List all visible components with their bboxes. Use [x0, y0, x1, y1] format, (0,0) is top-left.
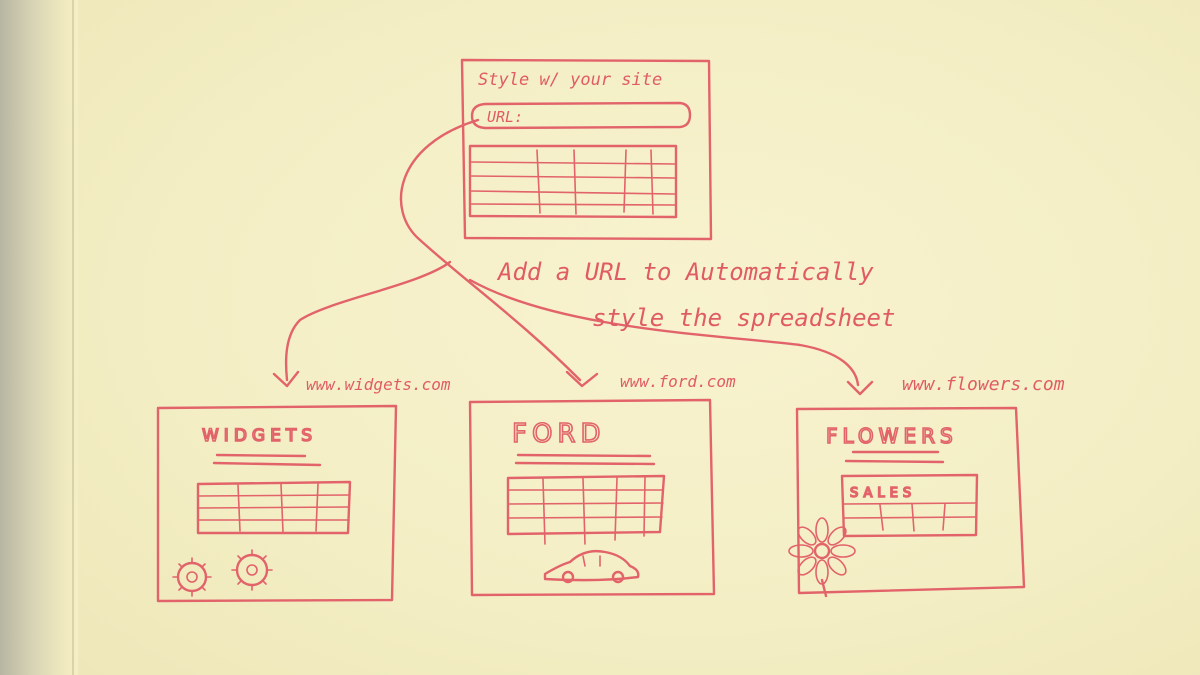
ford-spreadsheet-grid: [506, 474, 666, 545]
caption-line-1: Add a URL to Automatically: [496, 258, 874, 286]
site-url-widgets: www.widgets.com: [306, 375, 451, 394]
top-box-title: Style w/ your site: [478, 70, 662, 90]
flowers-spreadsheet-grid: SALES: [840, 473, 979, 538]
widgets-spreadsheet-grid: [196, 480, 352, 535]
car-icon: [543, 549, 640, 584]
spreadsheet-grid: [468, 144, 678, 219]
caption-line-2: style the spreadsheet: [592, 304, 895, 332]
widgets-box: WIDGETS: [156, 404, 398, 603]
notebook-binding: [0, 0, 78, 675]
flowers-heading: FLOWERS: [826, 424, 958, 448]
site-url-flowers: www.flowers.com: [902, 374, 1065, 395]
url-field-label: URL:: [487, 108, 523, 126]
notebook-binding-line: [72, 0, 74, 675]
site-url-ford: www.ford.com: [620, 372, 736, 391]
flower-icon: [788, 517, 856, 598]
ford-heading: FORD: [512, 419, 606, 449]
url-field[interactable]: [470, 101, 692, 130]
connector-arrows: [272, 118, 874, 396]
top-box: Style w/ your site URL:: [460, 58, 713, 241]
flowers-table-label: SALES: [850, 486, 916, 501]
flowers-box: FLOWERS SALES: [788, 406, 1026, 598]
gear-icon: [172, 549, 273, 597]
widgets-heading: WIDGETS: [202, 426, 317, 446]
ford-box: FORD: [468, 398, 716, 597]
